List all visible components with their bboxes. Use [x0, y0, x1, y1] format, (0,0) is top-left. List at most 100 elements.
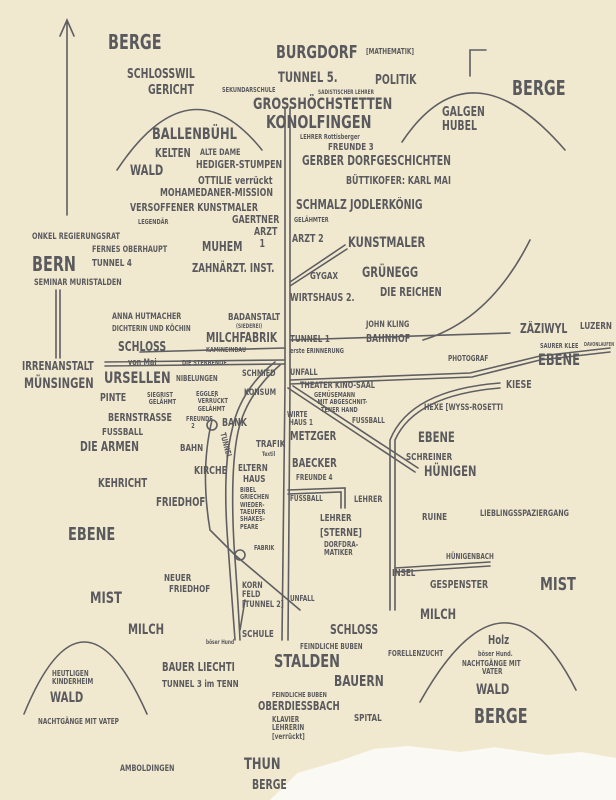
place-label: GERBER DORFGESCHICHTEN — [302, 154, 451, 169]
place-label: FERNES OBERHAUPT — [92, 245, 168, 255]
place-label: BIBEL GRIECHEN WIEDER- TAEUFER SHAKES- P… — [240, 486, 269, 531]
place-label: STALDEN — [274, 651, 340, 672]
place-label: WIRTE HAUS 1 — [287, 410, 313, 428]
place-label: [MATHEMATIK] — [366, 47, 414, 56]
road-schloss — [139, 347, 286, 353]
place-label: MIST — [540, 574, 576, 595]
place-label: böser Hund. — [478, 650, 513, 658]
place-label: WALD — [476, 682, 510, 698]
place-label: ZÄZIWYL — [520, 322, 568, 337]
place-label: VERSOFFENER KUNSTMALER — [130, 201, 258, 214]
place-label: SEKUNDARSCHULE — [222, 86, 276, 94]
place-label: SCHMALZ JODLERKÖNIG — [296, 198, 423, 213]
place-label: NACHTGÄNGE MIT VATEP — [38, 717, 119, 726]
place-label: DIE ARMEN — [80, 440, 139, 455]
bern-road — [55, 289, 61, 359]
place-label: GRÜNEGG — [362, 265, 419, 281]
place-label: SCHLOSS — [118, 340, 167, 355]
place-label: SCHULE — [242, 629, 274, 640]
place-label: INSEL — [392, 568, 416, 579]
place-label: UNFALL — [290, 368, 318, 378]
place-label: SCHLOSSWIL — [127, 67, 195, 82]
place-label: GERICHT — [148, 83, 194, 98]
place-label: HEUTLIGEN KINDERHEIM — [52, 669, 94, 687]
place-label: KUNSTMALER — [348, 235, 426, 251]
place-label: FRIEDHOF — [156, 495, 206, 509]
road-kiese — [389, 382, 501, 611]
place-label: FORELLENZUCHT — [388, 649, 444, 658]
place-label: BERGE — [512, 76, 566, 100]
place-label: PHOTOGRAF — [448, 354, 489, 363]
place-label: IRRENANSTALT — [22, 359, 94, 373]
place-label: SAURER KLEE — [540, 342, 579, 350]
place-label: Holz — [488, 633, 510, 647]
place-label: PINTE — [100, 391, 127, 404]
place-label: LEHRER Rottisberger — [300, 133, 360, 141]
place-label: KAMINEINBAU — [206, 346, 247, 354]
road-zaeziwyl — [289, 347, 611, 385]
hill-galgenhubel — [401, 92, 566, 151]
place-label: KLAVIER LEHRERIN [verrückt] — [272, 715, 305, 741]
place-label: MILCHFABRIK — [206, 331, 278, 346]
tunnel-portal-icon — [234, 549, 246, 561]
place-label: FREUNDE 2 — [186, 415, 213, 431]
place-label: METZGER — [290, 429, 337, 443]
place-label: BADANSTALT — [228, 312, 281, 323]
place-label: KIESE — [506, 378, 532, 391]
place-label: KONOLFINGEN — [266, 112, 372, 133]
place-label: ONKEL REGIERUNGSRAT — [32, 232, 120, 242]
place-label: NACHTGÄNGE MIT VATER — [462, 659, 521, 677]
place-label: SCHLOSS — [330, 623, 379, 638]
place-label: SADISTISCHER LEHRER — [318, 89, 374, 96]
north-arrow-icon — [59, 18, 75, 216]
place-label: TUNNEL 4 — [92, 258, 132, 269]
place-label: BAHNHOF — [366, 332, 411, 345]
place-label: BAHN — [180, 443, 204, 454]
place-label: OTTILIE verrückt — [198, 174, 273, 187]
place-label: KONSUM — [244, 388, 277, 398]
place-label: MUHEM — [202, 240, 243, 255]
place-label: TUNNEL 1 — [290, 334, 330, 345]
place-label: RUINE — [422, 512, 448, 523]
place-label: von Mai — [128, 358, 157, 368]
place-label: LIEBLINGSSPAZIERGANG — [480, 509, 570, 519]
place-label: SIEGRIST GELÄHMT — [147, 391, 177, 407]
place-label: MIST — [90, 588, 122, 607]
place-label: BERGE — [474, 704, 528, 728]
railway — [224, 361, 281, 641]
place-label: KELTEN — [155, 146, 191, 160]
place-label: LEHRER — [354, 495, 383, 505]
place-label: MILCH — [420, 607, 457, 623]
place-label: [STERNE] — [320, 526, 362, 539]
place-label: DIE STERBENDE — [182, 359, 227, 367]
path-line — [204, 419, 301, 611]
place-label: BERGE — [252, 778, 287, 793]
place-label: ZAHNÄRZT. INST. — [192, 261, 275, 275]
place-label: WIRTSHAUS 2. — [290, 291, 355, 304]
place-label: AMBOLDINGEN — [120, 764, 175, 774]
place-label: NEUER FRIEDHOF — [164, 573, 211, 595]
place-label: EBENE — [538, 350, 581, 369]
tunnel-1-line — [289, 332, 511, 341]
hill-holz — [419, 622, 577, 703]
hill-ballenbuehl — [116, 108, 263, 171]
place-label: BÜTTIKOFER: KARL MAI — [346, 174, 451, 187]
tunnel-portal-icon — [206, 419, 218, 431]
place-label: ANNA HUTMACHER — [112, 312, 182, 322]
place-label: GEMÜSEMANN MIT ABGESCHNIT- TENER HAND — [314, 391, 368, 414]
place-label: THUN — [244, 754, 281, 773]
place-label: TUNNEL 3 im TENN — [162, 679, 239, 690]
place-label: LEGENDÄR — [138, 218, 169, 226]
fussball-box — [287, 487, 346, 509]
place-label: böser Hund — [206, 639, 235, 646]
place-label: (SIEDEREI) — [236, 323, 263, 330]
place-label: DORFDRA- MATIKER — [324, 540, 359, 558]
place-label: URSELLEN — [104, 368, 171, 387]
place-label: TRAFIK — [256, 439, 286, 450]
road-kunstmaler — [289, 244, 348, 287]
road-huenigen — [287, 385, 419, 473]
place-label: LEHRER — [320, 513, 352, 524]
place-label: FREUNDE 3 — [328, 142, 374, 153]
place-label: EGGLER VERRÜCKT GELÄHMT — [196, 390, 228, 413]
place-label: GAERTNER — [232, 213, 280, 226]
